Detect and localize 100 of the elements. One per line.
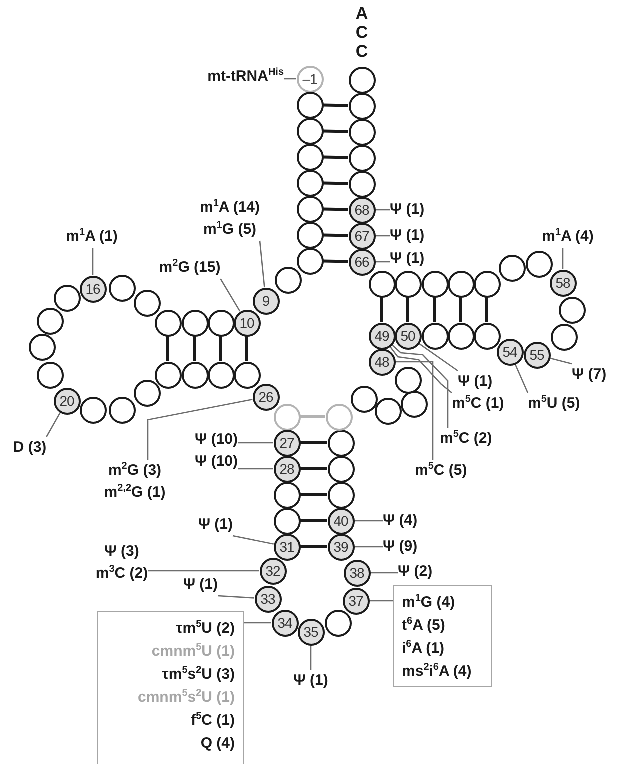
leader-line xyxy=(238,468,274,470)
modification-label: mt-tRNA$^{His}$ xyxy=(208,68,284,85)
base-pair-line xyxy=(194,336,196,362)
nucleotide-circle: 16 xyxy=(80,276,106,302)
modification-label: m$^{5}$C (1) xyxy=(452,395,504,412)
modification-label: m$^{2}$G (3) xyxy=(108,462,162,479)
leader-line xyxy=(396,361,434,460)
base-pair-line xyxy=(380,298,384,322)
nucleotide-circle xyxy=(296,92,324,118)
nucleotide-circle xyxy=(394,366,422,394)
nucleotide-circle xyxy=(134,380,160,406)
modification-label: Ψ (1) xyxy=(390,250,425,267)
leader-line xyxy=(220,278,241,312)
nucleotide-circle xyxy=(550,324,578,350)
modification-label: Ψ (10) xyxy=(195,431,238,448)
leader-line xyxy=(354,520,383,522)
modification-label: m$^{5}$U (5) xyxy=(528,395,580,412)
base-pair-line xyxy=(323,130,349,134)
modification-label: m$^{1}$A (4) xyxy=(542,228,594,245)
leader-line xyxy=(238,442,274,444)
modification-label: cmnm$^{5}$s$^{2}$U (1) xyxy=(138,689,235,706)
leader-line xyxy=(392,344,449,428)
modification-label: Ψ (1) xyxy=(390,201,425,218)
nucleotide-circle xyxy=(296,144,324,170)
modification-label: Ψ (9) xyxy=(383,538,418,555)
nucleotide-circle xyxy=(134,290,160,316)
nucleotide-circle: 34 xyxy=(272,610,298,636)
nucleotide-circle xyxy=(274,508,300,534)
nucleotide-circle xyxy=(324,610,352,636)
modification-label: i$^{6}$A (1) xyxy=(402,640,445,657)
nucleotide-circle: 26 xyxy=(252,384,280,410)
nucleotide-circle xyxy=(36,362,64,388)
base-pair-line xyxy=(486,298,488,322)
leader-line xyxy=(46,412,61,438)
modification-label: Ψ (2) xyxy=(398,563,433,580)
modification-label: m$^{2,2}$G (1) xyxy=(104,484,166,501)
nucleotide-circle xyxy=(350,386,378,412)
nucleotide-circle xyxy=(108,396,136,424)
nucleotide-circle xyxy=(400,390,428,418)
sequence-letter: A xyxy=(356,4,368,23)
nucleotide-circle xyxy=(498,254,526,282)
nucleotide-circle xyxy=(28,334,56,360)
nucleotide-circle xyxy=(108,274,136,302)
nucleotide-circle xyxy=(296,196,324,222)
base-pair-line xyxy=(323,260,349,264)
modification-label: m$^{1}$G (5) xyxy=(203,221,257,238)
leader-line xyxy=(232,535,274,545)
nucleotide-circle xyxy=(182,310,208,336)
base-pair-line xyxy=(300,520,328,522)
nucleotide-circle xyxy=(474,322,500,350)
leader-line xyxy=(244,622,272,624)
nucleotide-circle: 50 xyxy=(394,322,422,350)
modification-label: m$^{1}$A (1) xyxy=(66,228,118,245)
nucleotide-circle: 27 xyxy=(274,430,300,456)
nucleotide-circle xyxy=(154,310,182,336)
modification-label: ms$^{2}$i$^{6}$A (4) xyxy=(402,663,472,680)
nucleotide-circle: 48 xyxy=(368,348,396,376)
leader-line xyxy=(562,248,564,270)
modification-label: m$^{3}$C (2) xyxy=(96,565,148,582)
nucleotide-circle xyxy=(274,266,302,294)
nucleotide-circle: 49 xyxy=(368,322,396,350)
leader-line xyxy=(390,346,452,394)
leader-line xyxy=(218,595,255,599)
modification-label: Ψ (4) xyxy=(383,512,418,529)
nucleotide-circle: 35 xyxy=(298,618,324,646)
base-pair-line xyxy=(406,298,410,322)
leader-line xyxy=(370,600,393,602)
modification-label: Q (4) xyxy=(200,735,235,752)
nucleotide-circle xyxy=(348,92,376,120)
modification-label: m$^{1}$G (4) xyxy=(402,594,456,611)
base-pair-line xyxy=(166,336,170,362)
base-pair-line xyxy=(323,104,349,108)
nucleotide-circle: 37 xyxy=(342,588,370,614)
nucleotide-circle xyxy=(448,322,474,350)
nucleotide-circle xyxy=(296,248,324,274)
nucleotide-circle: 32 xyxy=(260,558,286,584)
nucleotide-circle xyxy=(348,118,376,146)
nucleotide-circle xyxy=(274,482,300,508)
leader-line xyxy=(550,358,572,365)
sequence-letter: C xyxy=(356,42,368,61)
leader-line xyxy=(376,235,390,237)
modification-label: Ψ (1) xyxy=(198,516,233,533)
nucleotide-circle xyxy=(394,270,422,298)
nucleotide-circle xyxy=(154,362,182,388)
nucleotide-circle: 66 xyxy=(348,248,376,276)
modification-label: Ψ (7) xyxy=(572,366,607,383)
modification-label: D (3) xyxy=(13,439,47,456)
nucleotide-circle xyxy=(208,310,234,336)
nucleotide-circle xyxy=(328,456,354,482)
base-pair-line xyxy=(300,546,328,548)
modification-label: Ψ (1) xyxy=(390,227,425,244)
nucleotide-circle xyxy=(348,170,376,198)
modification-label: Ψ (10) xyxy=(195,453,238,470)
nucleotide-circle xyxy=(422,270,448,298)
base-pair-line xyxy=(246,336,248,362)
sequence-letter: C xyxy=(356,23,368,42)
leader-line xyxy=(259,240,266,288)
modification-label: Ψ (1) xyxy=(294,672,328,689)
nucleotide-circle xyxy=(182,362,208,388)
nucleotide-circle: 10 xyxy=(234,310,260,336)
